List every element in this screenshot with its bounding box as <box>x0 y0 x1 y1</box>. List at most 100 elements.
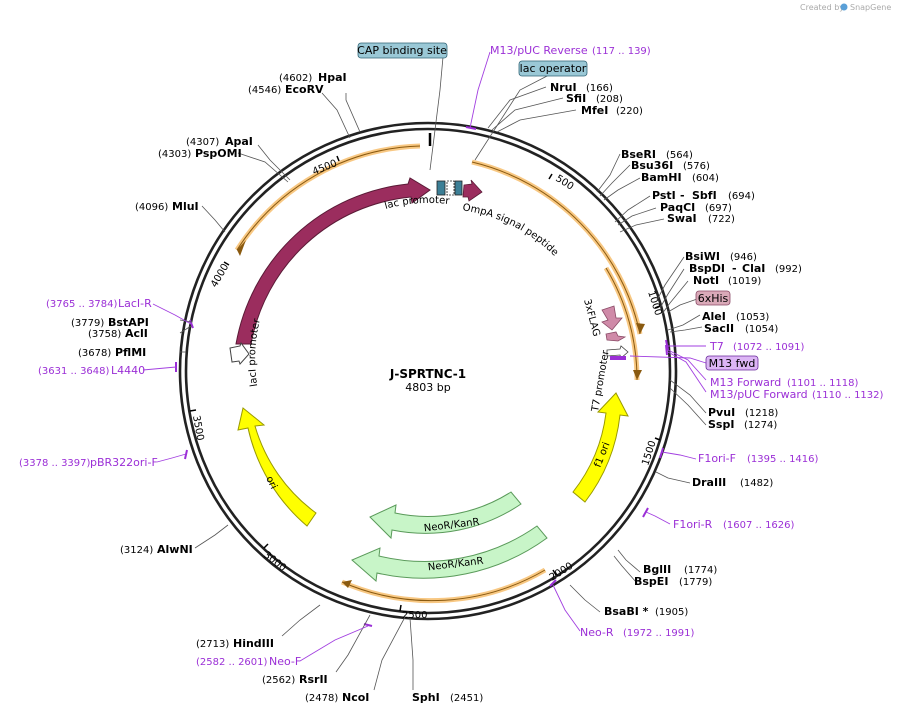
site-name-sphi[interactable]: SphI <box>412 691 440 704</box>
site-name-pvui[interactable]: PvuI <box>708 406 735 419</box>
site-name-clai[interactable]: ClaI <box>742 262 765 275</box>
site-name-alwni[interactable]: AlwNI <box>157 543 193 556</box>
cap-binding-site-box[interactable]: CAP binding site <box>357 42 448 59</box>
primer-name-neo-r[interactable]: Neo-R <box>580 626 614 639</box>
site-name-bspei[interactable]: BspEI <box>634 575 668 588</box>
site-pos-bsiwi: (946) <box>730 252 757 263</box>
site-name-mfei[interactable]: MfeI <box>581 104 608 117</box>
enzyme-labels-left: (4602) HpaI (4546) EcoRV (4307) ApaI (43… <box>71 71 369 704</box>
site-pos-ncoi: (2478) <box>305 693 338 704</box>
feature-lac-promoter-region[interactable] <box>436 180 463 196</box>
site-pos-draiii: (1482) <box>740 478 773 489</box>
site-pos-sphi: (2451) <box>450 693 483 704</box>
site-pos-bsu36i: (576) <box>683 161 710 172</box>
feature-m13-fwd-bar <box>610 356 626 360</box>
site-pos-paqci: (697) <box>705 203 732 214</box>
site-pos-mfei: (220) <box>616 106 643 117</box>
site-name-hindiii[interactable]: HindIII <box>233 637 274 650</box>
orf-arrow-neo <box>342 580 352 588</box>
site-name-bglii[interactable]: BglII <box>643 563 671 576</box>
primer-range-f1ori-f: (1395 .. 1416) <box>747 454 819 465</box>
site-name-paqci[interactable]: PaqCI <box>660 201 695 214</box>
primer-name-laci-r[interactable]: LacI-R <box>118 297 152 310</box>
site-pos-noti: (1019) <box>728 276 761 287</box>
primer-name-l4440[interactable]: L4440 <box>111 364 145 377</box>
site-name-bsabi[interactable]: BsaBI * <box>604 605 649 618</box>
feature-lacI-promoter[interactable] <box>229 341 250 365</box>
site-name-bamhi[interactable]: BamHI <box>641 171 682 184</box>
feature-ori[interactable] <box>237 407 317 527</box>
site-pos-bsabi: (1905) <box>655 607 688 618</box>
m13-fwd-label: M13 fwd <box>709 357 756 370</box>
site-pos-hpai: (4602) <box>279 73 312 84</box>
enzyme-leaders <box>179 86 707 691</box>
lac-promoter-block <box>446 180 455 196</box>
feature-ori-label: ori <box>263 475 278 491</box>
site-name-swai[interactable]: SwaI <box>667 212 697 225</box>
site-pos-pspomi: (4303) <box>158 149 191 160</box>
lac-operator-box[interactable]: lac operator <box>518 60 588 77</box>
orf-arc-neo-line <box>341 569 546 602</box>
site-name-bsu36i[interactable]: Bsu36I <box>631 159 673 172</box>
primer-name-t7[interactable]: T7 <box>709 340 724 353</box>
site-name-hpai[interactable]: HpaI <box>318 71 347 84</box>
site-pos-swai: (722) <box>708 214 735 225</box>
primer-name-f1ori-f[interactable]: F1ori-F <box>698 452 736 465</box>
site-name-sacii[interactable]: SacII <box>704 322 734 335</box>
site-pos-psti: (694) <box>728 191 755 202</box>
orf-arrow-his <box>633 370 642 380</box>
feature-lacI[interactable] <box>235 177 431 345</box>
site-name-bstapi[interactable]: BstAPI <box>108 316 149 329</box>
site-pos-alwni: (3124) <box>120 545 153 556</box>
m13-fwd-box[interactable]: M13 fwd <box>705 355 759 371</box>
site-name-bspdi[interactable]: BspDI <box>689 262 725 275</box>
site-name-apai[interactable]: ApaI <box>225 135 253 148</box>
site-name-sspi[interactable]: SspI <box>708 418 734 431</box>
primer-name-neo-f[interactable]: Neo-F <box>269 655 301 668</box>
site-pos-ecorv: (4546) <box>248 85 281 96</box>
feature-f1-ori[interactable] <box>572 392 629 503</box>
site-name-ecorv[interactable]: EcoRV <box>285 83 324 96</box>
tick-4000: 4000 <box>209 262 231 290</box>
site-name-psti[interactable]: PstI <box>652 189 676 202</box>
site-name-noti[interactable]: NotI <box>693 274 719 287</box>
site-pos-bstapi: (3779) <box>71 318 104 329</box>
site-pos-bspei: (1779) <box>679 577 712 588</box>
feature-neor-kanr-1[interactable] <box>369 491 522 540</box>
site-name-nrui[interactable]: NruI <box>550 81 577 94</box>
primer-name-m13-forward[interactable]: M13 Forward <box>710 376 781 389</box>
primer-name-m13-puc-reverse[interactable]: M13/pUC Reverse <box>490 44 588 57</box>
6xhis-box[interactable]: 6xHis <box>695 290 731 306</box>
site-name-rsrii[interactable]: RsrII <box>299 673 328 686</box>
primer-marks <box>175 126 669 627</box>
site-pos-bseri: (564) <box>666 150 693 161</box>
feature-ompa-label: OmpA signal peptide <box>462 202 560 258</box>
site-pos-acli: (3758) <box>88 329 121 340</box>
site-name-ncoi[interactable]: NcoI <box>342 691 369 704</box>
site-pos-rsrii: (2562) <box>262 675 295 686</box>
site-pos-sfii: (208) <box>596 94 623 105</box>
feature-3xflag[interactable] <box>601 305 623 331</box>
primer-name-f1ori-r[interactable]: F1ori-R <box>673 518 713 531</box>
primer-name-pbr322ori-f[interactable]: pBR322ori-F <box>90 456 158 469</box>
feature-ompa-signal-peptide[interactable] <box>462 179 483 202</box>
site-name-acli[interactable]: AclI <box>125 327 148 340</box>
site-name-alei[interactable]: AleI <box>702 310 726 323</box>
credit-brand: SnapGene <box>850 3 891 12</box>
feature-t7-promoter[interactable] <box>606 345 629 359</box>
tick-4500: 4500 <box>311 158 339 178</box>
feature-neor-kanr-2[interactable] <box>351 525 548 582</box>
site-name-sbfi[interactable]: SbfI <box>692 189 717 202</box>
primer-name-m13-puc-forward[interactable]: M13/pUC Forward <box>710 388 808 401</box>
primer-range-m13-puc-reverse: (117 .. 139) <box>592 46 651 57</box>
site-name-bseri[interactable]: BseRI <box>621 148 656 161</box>
site-name-draiii[interactable]: DraIII <box>692 476 726 489</box>
site-name-mlui[interactable]: MluI <box>172 200 199 213</box>
site-name-pflmi[interactable]: PflMI <box>115 346 146 359</box>
site-name-sfii[interactable]: SfiI <box>566 92 586 105</box>
site-name-pspomi[interactable]: PspOMI <box>195 147 242 160</box>
6xhis-label: 6xHis <box>698 292 729 305</box>
feature-6xhis-arrow[interactable] <box>605 331 627 342</box>
primer-range-neo-f: (2582 .. 2601) <box>196 657 268 668</box>
site-name-bsiwi[interactable]: BsiWI <box>685 250 720 263</box>
